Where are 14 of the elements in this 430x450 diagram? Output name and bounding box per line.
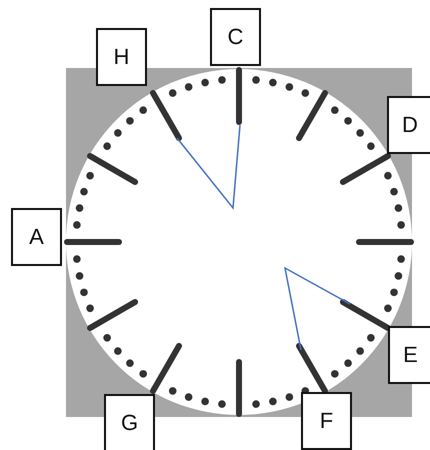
letter-label: G (120, 410, 138, 436)
label-box (96, 28, 147, 86)
letter-label: E (403, 342, 418, 368)
label-box (387, 96, 430, 154)
label-box (104, 394, 155, 450)
letter-label: D (402, 112, 418, 138)
label-box (210, 8, 261, 66)
letter-label: C (228, 24, 244, 50)
label-box (388, 326, 430, 384)
label-box (301, 392, 352, 450)
letter-label: H (114, 44, 130, 70)
letter-label: A (29, 224, 44, 250)
label-box (11, 208, 62, 266)
letter-label: F (320, 408, 334, 434)
